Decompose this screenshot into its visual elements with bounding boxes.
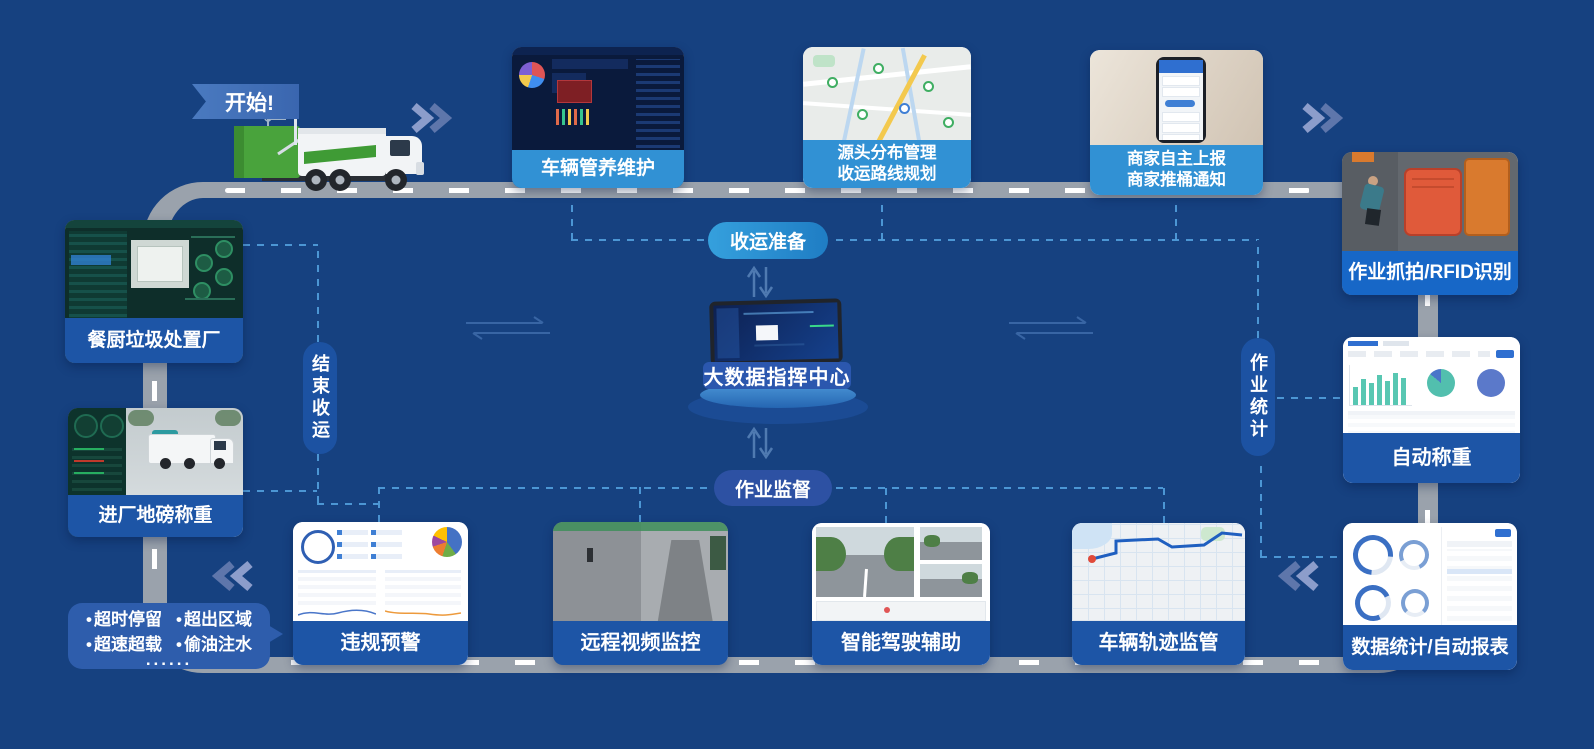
violation-item: 偷油注水 — [176, 630, 252, 655]
violation-types-bubble: 超时停留 超出区域 超速超载 偷油注水 ...... — [68, 603, 283, 670]
connector — [243, 244, 318, 246]
road-dashes-bottom — [235, 660, 1380, 665]
command-center-laptop — [709, 298, 843, 366]
chevron-right-icon — [1302, 102, 1344, 134]
card-data-reports: 数据统计/自动报表 — [1343, 523, 1517, 670]
connector — [836, 487, 1163, 489]
swap-arrows-left — [466, 316, 550, 340]
chevron-left-icon — [1277, 560, 1319, 592]
card-auto-weighing: 自动称重 — [1343, 337, 1520, 483]
connector — [571, 239, 708, 241]
connector — [243, 490, 317, 492]
violation-item: 超时停留 — [86, 605, 162, 630]
connector — [571, 198, 573, 240]
ellipsis: ...... — [145, 650, 193, 670]
connector — [885, 487, 887, 523]
card-violation-warning: 违规预警 — [293, 522, 468, 665]
up-down-arrows-top — [746, 265, 774, 299]
connector — [317, 452, 319, 503]
command-center-label: 大数据指挥中心 — [703, 362, 851, 389]
card-kitchen-waste-plant: 餐厨垃圾处置厂 — [65, 220, 243, 363]
card-vehicle-maintenance: 车辆管养维护 — [512, 47, 684, 188]
pill-operation-supervision: 作业监督 — [714, 470, 832, 506]
laptop-screen — [713, 302, 839, 362]
violation-item: 超速超载 — [86, 630, 162, 655]
card-capture-rfid: Camera 01 作业抓拍/RFID识别 — [1342, 152, 1518, 295]
up-down-arrows-bottom — [746, 426, 774, 460]
chevron-right-icon — [411, 102, 453, 134]
connector — [639, 487, 641, 522]
pill-collection-preparation: 收运准备 — [708, 222, 828, 259]
connector — [1277, 397, 1343, 399]
card-trajectory: 车辆轨迹监管 — [1072, 523, 1245, 665]
card-source-distribution: 源头分布管理 收运路线规划 — [803, 47, 971, 188]
connector — [378, 487, 710, 489]
connector — [1260, 460, 1262, 557]
driving-assist-preview — [812, 523, 990, 665]
card-remote-video: 远程视频监控 — [553, 522, 728, 665]
start-flag: 开始! — [192, 84, 299, 119]
pill-end-collection: 结束收运 — [303, 342, 337, 454]
chevron-left-icon — [211, 560, 253, 592]
connector — [1175, 198, 1177, 240]
garbage-truck-illustration — [234, 114, 424, 191]
connector — [317, 503, 378, 505]
violation-item: 超出区域 — [176, 605, 252, 630]
road-dashes-top — [225, 188, 1310, 193]
pill-operation-statistics: 作业统计 — [1241, 338, 1275, 456]
swap-arrows-right — [1009, 316, 1093, 340]
flag-pole — [294, 100, 297, 145]
start-flag-label: 开始! — [225, 91, 274, 115]
connector — [317, 244, 319, 342]
card-merchant-report: 商家自主上报 商家推桶通知 — [1090, 50, 1263, 195]
connector — [1257, 239, 1259, 338]
connector — [378, 487, 380, 522]
connector — [881, 198, 883, 240]
card-weighbridge: 进厂地磅称重 — [68, 408, 243, 537]
connector — [1260, 556, 1343, 558]
connector — [836, 239, 1257, 241]
card-driving-assist: 智能驾驶辅助 — [812, 523, 990, 665]
connector — [1163, 487, 1165, 523]
